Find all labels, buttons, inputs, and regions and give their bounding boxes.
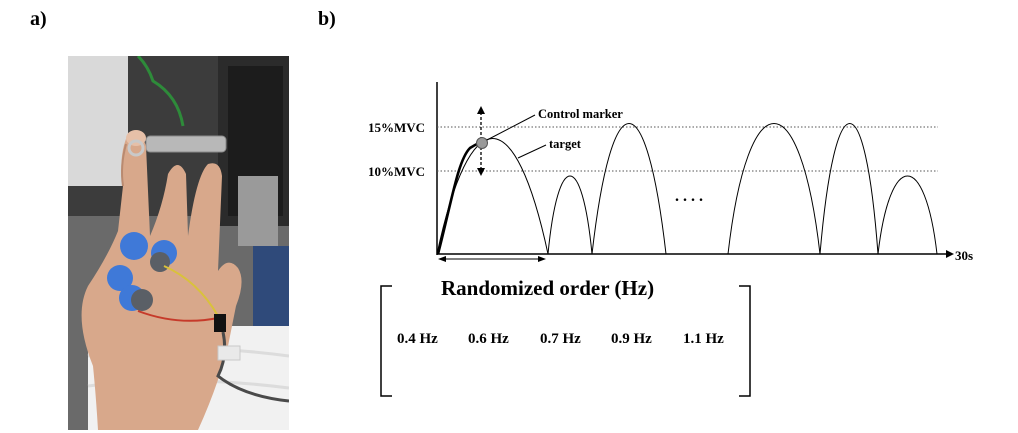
x-axis-arrowhead: [946, 250, 954, 258]
target-label: target: [549, 137, 582, 151]
target-hump: [592, 124, 666, 255]
ellipsis: . . . .: [675, 188, 703, 205]
level-15-label: 15%MVC: [368, 120, 425, 135]
left-square-bracket: [381, 286, 392, 396]
target-hump: [820, 124, 878, 255]
duration-bracket-right-arrow: [538, 256, 546, 262]
frequency-item: 1.1 Hz: [683, 331, 724, 347]
duration-bracket-left-arrow: [438, 256, 446, 262]
frequency-item: 0.6 Hz: [468, 331, 509, 347]
frequency-item: 0.7 Hz: [540, 331, 581, 347]
target-callout-line: [518, 145, 546, 158]
participant-force-trace: [438, 140, 487, 254]
target-hump: [548, 176, 592, 254]
marker-arrow-down: [477, 168, 485, 176]
frequency-item: 0.4 Hz: [397, 331, 438, 347]
target-hump: [878, 176, 937, 254]
level-10-label: 10%MVC: [368, 164, 425, 179]
marker-arrow-up: [477, 106, 485, 114]
target-hump: [437, 139, 548, 255]
duration-label: 30s: [955, 248, 973, 263]
control-marker-label: Control marker: [538, 107, 623, 121]
control-marker: [477, 138, 488, 149]
right-square-bracket: [739, 286, 750, 396]
target-hump: [728, 124, 820, 255]
frequency-item: 0.9 Hz: [611, 331, 652, 347]
randomized-order-title: Randomized order (Hz): [441, 276, 654, 300]
